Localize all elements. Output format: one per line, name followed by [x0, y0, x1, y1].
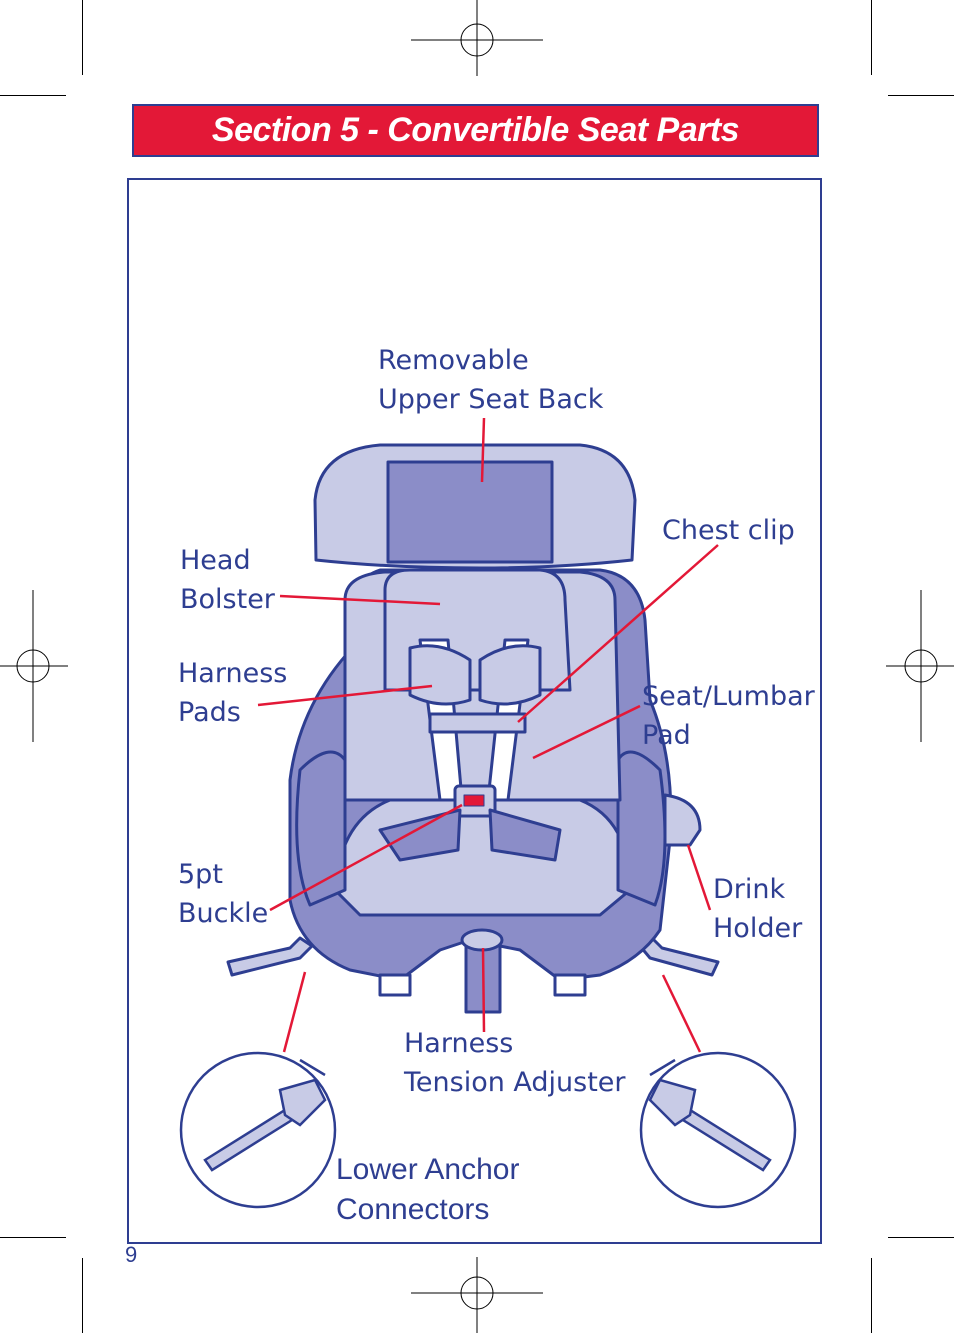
diagram-frame [127, 178, 822, 1244]
registration-target-icon [0, 590, 68, 742]
lower-anchor-connector-icon [639, 1051, 797, 1209]
label-drink-holder: Drink Holder [713, 874, 803, 944]
label-lower-anchor-connectors: Lower Anchor Connectors [336, 1153, 520, 1226]
section-header-bar: Section 5 - Convertible Seat Parts [132, 104, 819, 157]
label-chest-clip: Chest clip [662, 515, 795, 546]
registration-target-icon [886, 590, 954, 742]
label-harness-tension-adjuster: Harness Tension Adjuster [404, 1028, 626, 1098]
label-head-bolster: Head Bolster [180, 545, 275, 615]
section-title: Section 5 - Convertible Seat Parts [211, 111, 740, 149]
label-harness-pads: Harness Pads [178, 658, 288, 728]
registration-target-icon [411, 1257, 543, 1333]
registration-target-icon [411, 0, 543, 76]
leader-lines [257, 417, 719, 1053]
label-removable-upper-seat-back: Removable Upper Seat Back [378, 345, 604, 415]
lower-anchor-connector-icon [179, 1051, 337, 1209]
label-5pt-buckle: 5pt Buckle [178, 859, 269, 929]
page-number: 9 [125, 1242, 138, 1267]
label-seat-lumbar-pad: Seat/Lumbar Pad [642, 681, 815, 751]
